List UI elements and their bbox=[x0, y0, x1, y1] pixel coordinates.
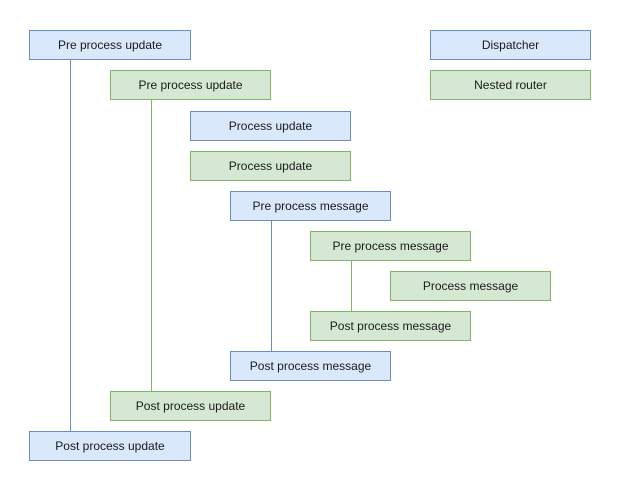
connector-pre-process-message-to-post-process-message bbox=[271, 221, 272, 351]
flow-node-pre-process-update[interactable]: Pre process update bbox=[29, 30, 191, 60]
connector-pre-process-update-to-post-process-update bbox=[151, 100, 152, 391]
flow-node-label: Post process update bbox=[135, 399, 246, 413]
flow-node-label: Process update bbox=[228, 159, 313, 173]
flow-node-post-process-update[interactable]: Post process update bbox=[29, 431, 191, 461]
legend-item-nested-router[interactable]: Nested router bbox=[430, 70, 591, 100]
connector-pre-process-message-to-post-process-message bbox=[351, 261, 352, 311]
connector-pre-process-update-to-post-process-update bbox=[70, 60, 71, 431]
flow-node-label: Process message bbox=[422, 279, 519, 293]
flow-node-label: Post process update bbox=[55, 439, 165, 453]
flow-node-label: Pre process update bbox=[57, 38, 163, 52]
flow-node-label: Pre process message bbox=[332, 239, 449, 253]
flow-node-label: Pre process update bbox=[138, 78, 243, 92]
flow-node-process-update[interactable]: Process update bbox=[190, 111, 351, 141]
flow-node-pre-process-message[interactable]: Pre process message bbox=[230, 191, 391, 221]
flow-node-label: Pre process message bbox=[252, 199, 369, 213]
flow-node-process-message[interactable]: Process message bbox=[390, 271, 551, 301]
flow-node-post-process-update[interactable]: Post process update bbox=[110, 391, 271, 421]
flow-node-post-process-message[interactable]: Post process message bbox=[230, 351, 391, 381]
flow-node-label: Post process message bbox=[329, 319, 452, 333]
flow-node-pre-process-message[interactable]: Pre process message bbox=[310, 231, 471, 261]
flow-node-process-update[interactable]: Process update bbox=[190, 151, 351, 181]
flow-node-label: Post process message bbox=[249, 359, 372, 373]
flow-node-label: Process update bbox=[228, 119, 313, 133]
legend-item-dispatcher[interactable]: Dispatcher bbox=[430, 30, 591, 60]
legend-item-label: Nested router bbox=[474, 78, 547, 92]
legend-item-label: Dispatcher bbox=[481, 38, 540, 52]
flow-node-pre-process-update[interactable]: Pre process update bbox=[110, 70, 271, 100]
flow-node-post-process-message[interactable]: Post process message bbox=[310, 311, 471, 341]
